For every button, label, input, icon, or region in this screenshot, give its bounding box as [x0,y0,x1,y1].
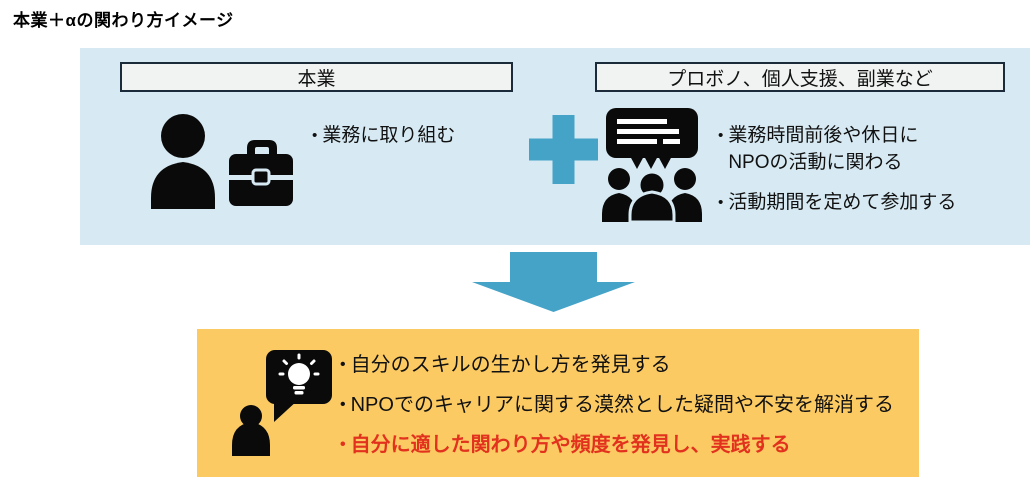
bullet-marker: • [340,356,346,373]
bullet-marker: • [718,194,724,211]
bullet-marker: • [340,436,346,453]
probono-bullets: • 業務時間前後や休日に NPOの活動に関わる • 活動期間を定めて参加する [718,122,1023,216]
bullet-item: • 自分のスキルの生かし方を発見する [340,351,905,379]
group-discussion-icon [602,108,702,222]
bullet-marker: • [312,127,318,144]
bullet-text: 自分に適した関わり方や頻度を発見し、実践する [350,434,791,456]
bullet-item: • NPOでのキャリアに関する漠然とした疑問や不安を解消する [340,391,905,419]
down-arrow-icon [470,250,637,314]
bullet-text: 活動期間を定めて参加する [728,192,957,213]
idea-speech-person-icon [232,350,332,456]
bullet-item-emphasis: • 自分に適した関わり方や頻度を発見し、実践する [340,431,905,459]
bullet-marker: • [718,127,724,144]
bullet-text: 自分のスキルの生かし方を発見する [350,354,671,376]
page-title: 本業＋αの関わり方イメージ [13,11,234,30]
bullet-text: NPOでのキャリアに関する漠然とした疑問や不安を解消する [350,394,894,416]
probono-header-label: プロボノ、個人支援、副業など [667,68,933,90]
outcome-bullets: • 自分のスキルの生かし方を発見する • NPOでのキャリアに関する漠然とした疑… [340,351,905,459]
bullet-item: • 業務に取り組む [312,122,522,149]
main-job-header-label: 本業 [297,68,336,90]
businessperson-briefcase-icon [151,114,293,209]
plus-icon [529,115,598,184]
outcome-panel: • 自分のスキルの生かし方を発見する • NPOでのキャリアに関する漠然とした疑… [197,329,919,477]
probono-header-box: プロボノ、個人支援、副業など [595,62,1005,92]
current-state-panel: 本業 プロボノ、個人支援、副業など • 業務に取り組む [80,48,1030,245]
main-job-bullets: • 業務に取り組む [312,122,522,149]
bullet-text: 業務に取り組む [322,125,456,146]
bullet-item: • 活動期間を定めて参加する [718,189,1023,216]
bullet-item: • 業務時間前後や休日に NPOの活動に関わる [718,122,1023,176]
main-job-header-box: 本業 [120,62,513,92]
bullet-marker: • [340,396,346,413]
bullet-text: 業務時間前後や休日に NPOの活動に関わる [728,125,919,173]
